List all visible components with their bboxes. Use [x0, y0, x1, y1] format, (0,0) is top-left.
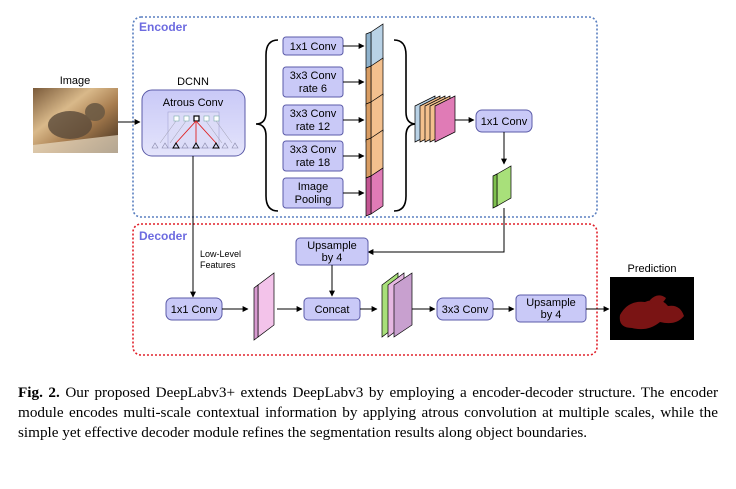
figure-caption: Fig. 2. Our proposed DeepLabv3+ extends … — [18, 383, 718, 443]
branch-feature-pooling — [365, 167, 384, 217]
branch-3x3-rate18: 3x3 Conv rate 18 — [282, 140, 344, 172]
svg-text:Pooling: Pooling — [295, 194, 332, 206]
low-level-feature-map — [253, 272, 275, 341]
decoder-concat: Concat — [303, 297, 361, 321]
left-brace — [255, 39, 279, 212]
svg-text:rate 18: rate 18 — [296, 157, 330, 169]
decoder-frame — [132, 223, 598, 356]
decoder-title: Decoder — [139, 229, 187, 243]
branch-feature-rate18 — [365, 129, 384, 179]
image-label: Image — [60, 75, 91, 87]
svg-text:3x3 Conv: 3x3 Conv — [442, 304, 489, 316]
encoder-title: Encoder — [139, 20, 187, 34]
svg-text:by 4: by 4 — [322, 252, 343, 264]
upsample-by4-output: Upsample by 4 — [515, 294, 587, 323]
encoder-1x1-conv: 1x1 Conv — [475, 109, 533, 133]
branch-1x1-conv: 1x1 Conv — [282, 36, 344, 56]
svg-text:1x1 Conv: 1x1 Conv — [481, 116, 528, 128]
svg-text:3x3 Conv: 3x3 Conv — [290, 108, 337, 120]
svg-text:rate 12: rate 12 — [296, 121, 330, 133]
branch-3x3-rate6: 3x3 Conv rate 6 — [282, 66, 344, 98]
caption-fig-label: Fig. 2. — [18, 384, 60, 401]
branch-feature-rate12 — [365, 93, 384, 143]
decoder-1x1-conv: 1x1 Conv — [165, 297, 223, 321]
atrous-conv-label: Atrous Conv — [163, 97, 224, 109]
svg-text:Concat: Concat — [315, 304, 350, 316]
low-level-features-label-2: Features — [200, 260, 236, 270]
svg-text:1x1 Conv: 1x1 Conv — [290, 41, 337, 53]
decoder-3x3-conv: 3x3 Conv — [436, 297, 494, 321]
svg-text:1x1 Conv: 1x1 Conv — [171, 304, 218, 316]
svg-text:Upsample: Upsample — [307, 240, 357, 252]
svg-text:Upsample: Upsample — [526, 297, 576, 309]
branch-3x3-rate12: 3x3 Conv rate 12 — [282, 104, 344, 136]
branch-arrows — [343, 43, 365, 196]
low-level-features-label-1: Low-Level — [200, 249, 241, 259]
concat-feature-stack — [414, 95, 456, 143]
encoder-frame — [132, 16, 598, 218]
arrow-encoder-to-upsample — [367, 208, 505, 255]
branch-image-pooling: Image Pooling — [282, 177, 344, 209]
upsample-by4-top: Upsample by 4 — [295, 237, 369, 266]
svg-text:rate 6: rate 6 — [299, 83, 327, 95]
decoder-concat-features — [381, 272, 413, 338]
svg-text:3x3 Conv: 3x3 Conv — [290, 144, 337, 156]
caption-text: Our proposed DeepLabv3+ extends DeepLabv… — [18, 384, 718, 441]
svg-text:Image: Image — [298, 181, 329, 193]
right-brace — [393, 39, 417, 212]
atrous-kernel-illustration — [151, 111, 239, 149]
encoder-output-feature — [492, 165, 512, 209]
deeplabv3plus-diagram: Encoder Decoder Image DCNN Atrous Conv — [33, 16, 694, 356]
svg-text:by 4: by 4 — [541, 309, 562, 321]
prediction-label: Prediction — [628, 263, 677, 275]
input-image — [33, 88, 118, 153]
dcnn-label: DCNN — [177, 76, 209, 88]
svg-text:3x3 Conv: 3x3 Conv — [290, 70, 337, 82]
prediction-output-image — [610, 277, 694, 340]
